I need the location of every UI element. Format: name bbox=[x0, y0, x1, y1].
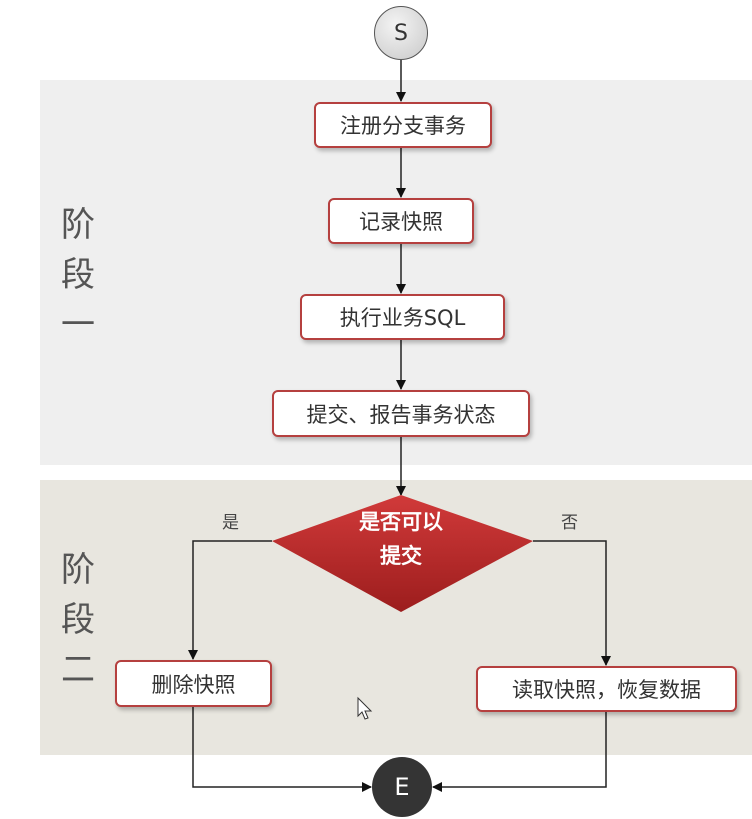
decision-text: 是否可以 提交 bbox=[300, 505, 502, 573]
phase-label-char: 二 bbox=[61, 650, 95, 690]
decision-line2: 提交 bbox=[380, 544, 422, 568]
arrow-yes-end bbox=[192, 707, 372, 792]
decision-diamond bbox=[272, 495, 533, 612]
step-commit-report: 提交、报告事务状态 bbox=[272, 390, 530, 437]
phase-label-char: 阶 bbox=[61, 205, 95, 245]
end-node: E bbox=[372, 757, 432, 817]
phase-label-char: 一 bbox=[61, 305, 95, 345]
arrow-yes bbox=[188, 540, 272, 660]
step-execute-sql: 执行业务SQL bbox=[300, 294, 505, 340]
step-record-snapshot: 记录快照 bbox=[328, 198, 474, 244]
phase-label-char: 段 bbox=[61, 600, 95, 640]
yes-label: 是 bbox=[222, 513, 239, 533]
step-register-branch: 注册分支事务 bbox=[314, 102, 492, 148]
phase-label-char: 段 bbox=[61, 255, 95, 295]
arrow-no bbox=[533, 540, 611, 666]
decision-line1: 是否可以 bbox=[359, 510, 443, 534]
phase-two-label: 阶 段 二 bbox=[58, 545, 98, 695]
arrow-no-end bbox=[432, 711, 607, 792]
cursor-icon bbox=[357, 696, 373, 720]
action-delete-snapshot: 删除快照 bbox=[115, 660, 272, 707]
phase-one-label: 阶 段 一 bbox=[58, 200, 98, 350]
no-label: 否 bbox=[561, 513, 578, 533]
phase-label-char: 阶 bbox=[61, 550, 95, 590]
action-restore-data: 读取快照，恢复数据 bbox=[476, 666, 737, 712]
start-node: S bbox=[374, 6, 428, 60]
